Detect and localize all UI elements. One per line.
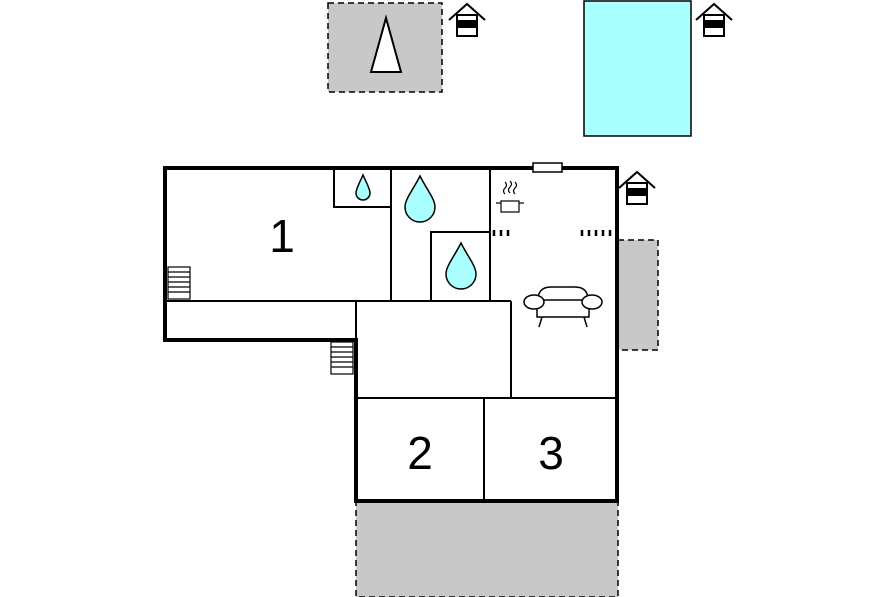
- building-outline: [163, 166, 619, 503]
- cooking-pot-icon: [496, 180, 524, 213]
- tent-icon: [369, 14, 403, 73]
- counter-marks: [492, 230, 612, 236]
- stairs-icon: [167, 266, 191, 300]
- window: [532, 162, 563, 173]
- bottom-terrace: [355, 501, 619, 597]
- room-3-label: 3: [538, 427, 564, 479]
- pool: [583, 0, 692, 137]
- stairs-icon: [330, 341, 354, 375]
- water-drop-icon: [355, 173, 371, 201]
- house-outdoor-icon: [448, 2, 486, 37]
- sofa-icon: [523, 286, 603, 328]
- room-1-label: 1: [269, 210, 295, 262]
- room-2-label: 2: [407, 427, 433, 479]
- house-outdoor-icon: [618, 170, 656, 205]
- water-drop-icon: [404, 174, 436, 223]
- side-terrace: [617, 239, 659, 351]
- house-outdoor-icon: [695, 2, 733, 37]
- water-drop-icon: [445, 241, 477, 290]
- interior-walls: [165, 168, 617, 501]
